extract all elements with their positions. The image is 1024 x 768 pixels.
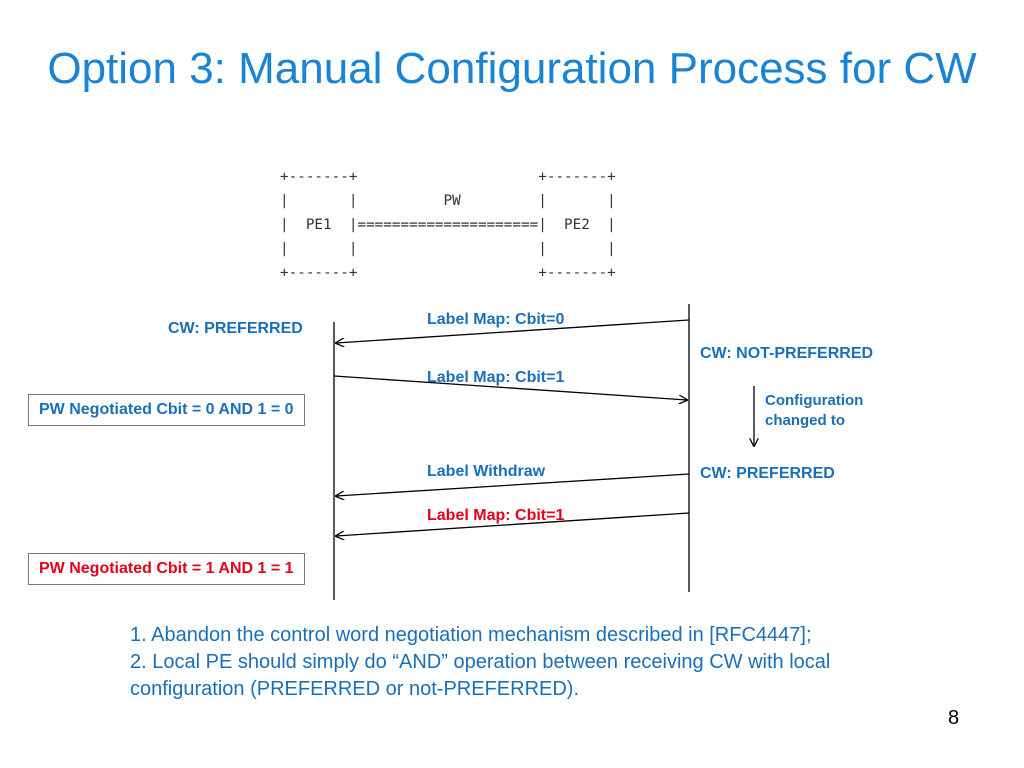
notes-block: 1. Abandon the control word negotiation … [130, 622, 930, 703]
arrow-label-map-cbit1-first [333, 375, 687, 400]
pe-topology-ascii-diagram: +-------+ +-------+ | | PW | | | PE1 |==… [280, 169, 616, 281]
pe1-cw-state: CW: PREFERRED [168, 320, 303, 337]
page-number: 8 [948, 707, 960, 729]
arrow-label-map-cbit1-second [336, 512, 690, 536]
msg-label-withdraw: Label Withdraw [427, 463, 546, 480]
negotiation-result-box-1: PW Negotiated Cbit = 0 AND 1 = 0 [28, 394, 305, 426]
msg-label-map-cbit1-first: Label Map: Cbit=1 [427, 369, 565, 386]
config-change-note: Configuration changed to [765, 392, 864, 429]
slide-title: Option 3: Manual Configuration Process f… [47, 44, 977, 93]
note-line-1: 1. Abandon the control word negotiation … [130, 624, 812, 646]
arrow-label-map-cbit0 [336, 319, 690, 343]
arrow-label-withdraw [336, 473, 690, 496]
note-line-2: 2. Local PE should simply do “AND” opera… [130, 651, 831, 700]
pe2-cw-initial-state: CW: NOT-PREFERRED [700, 345, 874, 362]
pe2-cw-new-state: CW: PREFERRED [700, 465, 835, 482]
negotiation-result-box-2: PW Negotiated Cbit = 1 AND 1 = 1 [28, 553, 305, 585]
msg-label-map-cbit1-second: Label Map: Cbit=1 [427, 507, 565, 524]
msg-label-map-cbit0: Label Map: Cbit=0 [427, 311, 565, 328]
